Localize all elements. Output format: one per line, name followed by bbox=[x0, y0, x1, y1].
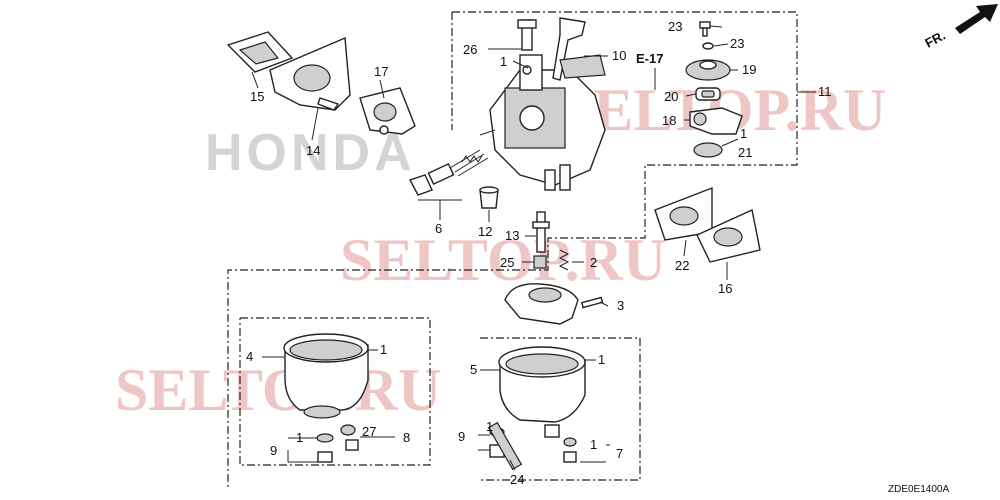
main-jet-25 bbox=[533, 255, 547, 269]
callout-21: 21 bbox=[738, 145, 752, 160]
bowl-group-left-outline bbox=[239, 317, 431, 466]
callout-7: 7 bbox=[616, 446, 623, 461]
callout-9-right: 9 bbox=[458, 429, 465, 444]
callout-1-drain-left: 1 bbox=[296, 430, 303, 445]
arrow-icon bbox=[955, 4, 998, 34]
callout-25: 25 bbox=[500, 255, 514, 270]
main-nozzle-13 bbox=[532, 211, 550, 253]
float-bowl-5 bbox=[498, 346, 586, 438]
drain-bolt-9-left bbox=[316, 433, 334, 463]
callout-1-bowl-left: 1 bbox=[380, 342, 387, 357]
callout-8: 8 bbox=[403, 430, 410, 445]
callout-5: 5 bbox=[470, 362, 477, 377]
callout-13: 13 bbox=[505, 228, 519, 243]
callout-23-top: 23 bbox=[668, 19, 682, 34]
carburetor-body bbox=[479, 54, 606, 191]
callout-22: 22 bbox=[675, 258, 689, 273]
callout-26: 26 bbox=[463, 42, 477, 57]
callout-27: 27 bbox=[362, 424, 376, 439]
callout-11: 11 bbox=[818, 84, 832, 99]
drain-screw-7 bbox=[563, 437, 577, 463]
gasket-16 bbox=[696, 208, 761, 263]
site-watermark-bottom: SELTOP.RU bbox=[115, 357, 441, 423]
callout-2: 2 bbox=[590, 255, 597, 270]
choke-lever-10 bbox=[552, 17, 606, 81]
callout-12: 12 bbox=[478, 224, 492, 239]
diaphragm-19 bbox=[685, 59, 731, 81]
callout-1-bowl-right: 1 bbox=[598, 352, 605, 367]
front-label: FR. bbox=[922, 28, 948, 51]
holder-18 bbox=[689, 107, 743, 135]
float-3 bbox=[504, 283, 604, 325]
callout-20: 20 bbox=[664, 89, 678, 104]
gasket-20 bbox=[695, 87, 721, 101]
main-group-outline bbox=[227, 11, 798, 490]
float-bowl-4 bbox=[283, 333, 369, 419]
section-reference: E-17 bbox=[636, 51, 663, 66]
callout-1-screw-7: 1 bbox=[590, 437, 597, 452]
callout-24: 24 bbox=[510, 472, 524, 487]
gasket-15 bbox=[226, 31, 294, 73]
spring-2 bbox=[558, 249, 570, 271]
callout-18: 18 bbox=[662, 113, 676, 128]
callout-19: 19 bbox=[742, 62, 756, 77]
front-direction-arrow: FR. bbox=[922, 4, 998, 51]
callout-17: 17 bbox=[374, 64, 388, 79]
bowl-group-right-outline bbox=[480, 337, 641, 481]
pilot-screw-6 bbox=[408, 149, 489, 196]
callout-1-drain-right: 1 bbox=[486, 419, 493, 434]
callout-4: 4 bbox=[246, 349, 253, 364]
screw-26 bbox=[517, 19, 537, 75]
insulator-14 bbox=[269, 36, 351, 111]
drain-screw-8 bbox=[340, 424, 359, 451]
callout-9-left: 9 bbox=[270, 443, 277, 458]
callout-23-washer: 23 bbox=[730, 36, 744, 51]
washer-23 bbox=[702, 42, 714, 50]
callout-1-top: 1 bbox=[500, 54, 507, 69]
jet-12 bbox=[479, 186, 499, 209]
diagram-code: ZDE0E1400A bbox=[888, 484, 949, 495]
callout-10: 10 bbox=[612, 48, 626, 63]
seal-21 bbox=[693, 142, 723, 158]
callout-16: 16 bbox=[718, 281, 732, 296]
callout-3: 3 bbox=[617, 298, 624, 313]
honda-watermark: HONDA bbox=[205, 124, 416, 182]
screw-23-top bbox=[699, 21, 711, 37]
tube-24 bbox=[487, 421, 523, 471]
leader-lines bbox=[251, 25, 816, 471]
gasket-22 bbox=[654, 186, 713, 241]
callout-6: 6 bbox=[435, 221, 442, 236]
callout-1-seal: 1 bbox=[740, 126, 747, 141]
gasket-17 bbox=[359, 87, 416, 135]
callout-15: 15 bbox=[250, 89, 264, 104]
callout-14: 14 bbox=[306, 143, 320, 158]
